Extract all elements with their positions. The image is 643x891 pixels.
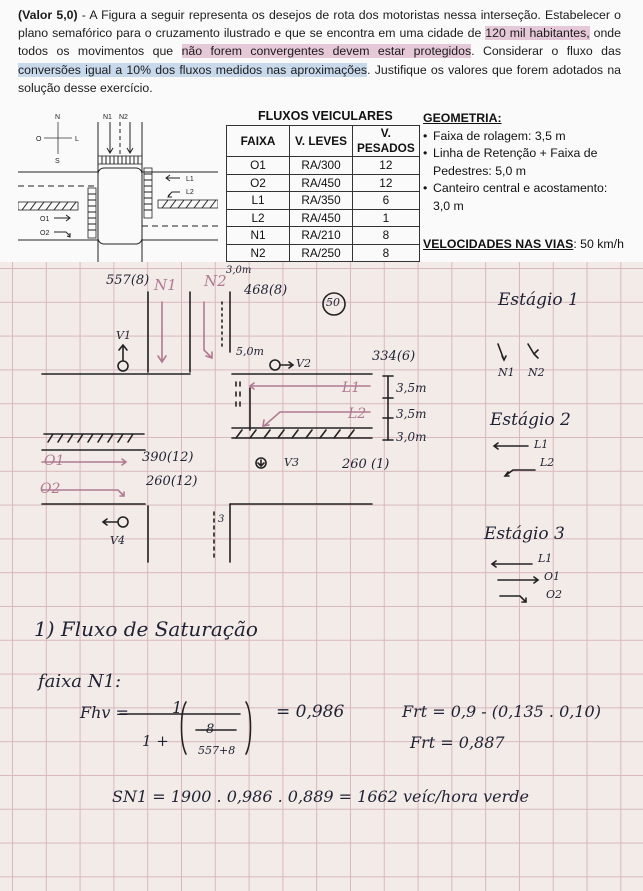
handwritten-sketch bbox=[41, 291, 540, 755]
note-v2: V2 bbox=[296, 357, 311, 370]
note-l1-flow: 334(6) bbox=[372, 349, 416, 364]
fhv-numerator: 1 bbox=[172, 698, 183, 717]
lane-label-o1: O1 bbox=[40, 216, 49, 223]
stage-3-title: Estágio 3 bbox=[484, 524, 565, 544]
fhv-denominator-a: 1 + bbox=[142, 732, 169, 750]
table-header-light: V. LEVES bbox=[289, 125, 353, 157]
note-v4: V4 bbox=[110, 534, 125, 547]
frt-result: Frt = 0,887 bbox=[410, 733, 505, 752]
stage-1-title: Estágio 1 bbox=[498, 290, 579, 310]
note-v3: V3 bbox=[284, 456, 299, 469]
geometry-item: Faixa de rolagem: 3,5 m bbox=[423, 128, 623, 146]
note-l2-flow: 260 (1) bbox=[342, 457, 390, 472]
note-dim-30: 3,0m bbox=[396, 430, 427, 444]
note-o2-flow: 260(12) bbox=[146, 474, 198, 489]
note-o1: O1 bbox=[44, 453, 65, 469]
lane-label-l1: L1 bbox=[186, 176, 194, 183]
stage-2-l2: L2 bbox=[540, 456, 555, 469]
stage-1-n1: N1 bbox=[498, 366, 515, 379]
section-1-title: 1) Fluxo de Saturação bbox=[34, 617, 258, 641]
question-text-1: - A Figura a seguir representa os desejo… bbox=[18, 8, 622, 41]
stage-3-l1: L1 bbox=[538, 552, 553, 565]
stage-2-title: Estágio 2 bbox=[490, 410, 571, 430]
stage-3-o1: O1 bbox=[544, 570, 561, 583]
speed-line: VELOCIDADES NAS VIAS: 50 km/h bbox=[423, 237, 624, 251]
compass-o: O bbox=[36, 136, 42, 143]
note-o1-flow: 390(12) bbox=[142, 450, 194, 465]
question-points: (Valor 5,0) bbox=[18, 8, 78, 22]
lane-label-o2: O2 bbox=[40, 230, 49, 237]
compass-n: N bbox=[55, 114, 60, 121]
note-dim-3: 3 bbox=[218, 514, 225, 525]
stage-2-l1: L1 bbox=[534, 438, 549, 451]
flux-table-title: FLUXOS VEICULARES bbox=[258, 109, 393, 123]
note-n2-flow: 468(8) bbox=[244, 283, 288, 298]
lane-n1-heading: faixa N1: bbox=[38, 671, 122, 692]
speed-label: VELOCIDADES NAS VIAS bbox=[423, 237, 574, 251]
stage-1-n2: N2 bbox=[528, 366, 545, 379]
table-header-heavy: V. PESADOS bbox=[352, 125, 420, 157]
compass-l: L bbox=[75, 136, 79, 143]
stage-3-o2: O2 bbox=[546, 588, 563, 601]
fhv-result: = 0,986 bbox=[276, 702, 345, 722]
note-l1: L1 bbox=[342, 380, 361, 396]
speed-value: : 50 km/h bbox=[573, 237, 624, 251]
compass-s: S bbox=[55, 158, 60, 165]
note-n1-flow: 557(8) bbox=[106, 273, 150, 288]
fhv-fraction-denominator: 557+8 bbox=[198, 744, 236, 757]
note-dim-3m-top: 3,0m bbox=[226, 265, 252, 276]
geometry-item: Linha de Retenção + Faixa de Pedestres: … bbox=[423, 145, 623, 180]
intersection-diagram: N S O L N1 N2 L1 L2 O1 O2 bbox=[18, 114, 218, 262]
geometry-item: Canteiro central e acostamento: 3,0 m bbox=[423, 180, 623, 215]
note-v1: V1 bbox=[116, 329, 131, 342]
page-number: 50 bbox=[326, 296, 340, 309]
geometry-title: GEOMETRIA: bbox=[423, 111, 502, 125]
geometry-block: GEOMETRIA: Faixa de rolagem: 3,5 m Linha… bbox=[423, 110, 623, 215]
table-header-lane: FAIXA bbox=[226, 125, 290, 157]
printed-question-area: (Valor 5,0) - A Figura a seguir represen… bbox=[0, 0, 643, 262]
frt-formula: Frt = 0,9 - (0,135 . 0,10) bbox=[402, 702, 601, 721]
question-text-2: onde todos os movimentos que bbox=[18, 26, 621, 59]
highlight-population: 120 mil habitantes, bbox=[485, 26, 590, 41]
lane-label-n1: N1 bbox=[103, 114, 112, 121]
lane-label-l2: L2 bbox=[186, 189, 194, 196]
fhv-fraction-numerator: 8 bbox=[206, 722, 215, 737]
question-text-3: . Considerar o fluxo das bbox=[471, 44, 621, 59]
highlight-protected: não forem convergentes devem estar prote… bbox=[181, 44, 472, 59]
note-n1: N1 bbox=[154, 276, 177, 294]
grid-paper bbox=[0, 262, 643, 891]
note-dim-5m: 5,0m bbox=[236, 345, 264, 358]
note-o2: O2 bbox=[40, 481, 61, 497]
lane-label-n2: N2 bbox=[119, 114, 128, 121]
note-dim-35a: 3,5m bbox=[396, 381, 427, 395]
question-text: (Valor 5,0) - A Figura a seguir represen… bbox=[18, 6, 621, 97]
note-dim-35b: 3,5m bbox=[396, 407, 427, 421]
note-l2: L2 bbox=[348, 406, 367, 422]
note-n2: N2 bbox=[204, 272, 227, 290]
highlight-conversions: conversões igual a 10% dos fluxos medido… bbox=[18, 62, 368, 77]
question-text-4: . Justifique os valores que forem adotad… bbox=[18, 62, 622, 95]
saturation-flow-n1: SN1 = 1900 . 0,986 . 0,889 = 1662 veíc/h… bbox=[112, 787, 529, 806]
fhv-label: Fhv = bbox=[80, 703, 129, 722]
